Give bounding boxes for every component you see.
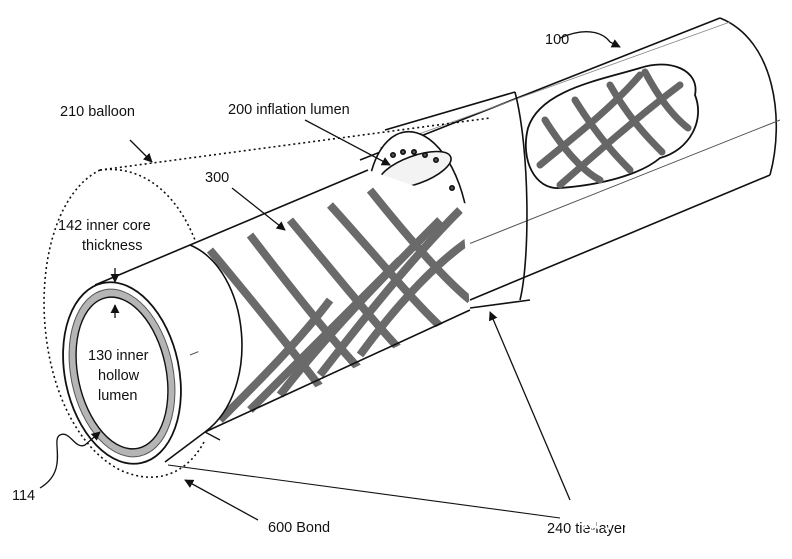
label-100: 100 <box>545 32 569 48</box>
braided-core <box>189 169 471 435</box>
label-130-line3: lumen <box>98 388 138 404</box>
inner-core <box>62 244 243 465</box>
label-210-balloon: 210 balloon <box>60 104 135 120</box>
balloon-outline <box>43 117 491 478</box>
cutaway-window <box>524 63 699 189</box>
watermark: 知乎 @富临塑胶-黎生 <box>582 512 756 533</box>
label-142-line2: thickness <box>82 238 142 254</box>
leader-lines <box>39 31 621 521</box>
label-114: 114 <box>12 488 35 504</box>
label-600-bond: 600 Bond <box>268 520 330 536</box>
label-130-line1: 130 inner <box>88 348 149 364</box>
label-200-inflation-lumen: 200 inflation lumen <box>228 102 350 118</box>
label-142-line1: 142 inner core <box>58 218 151 234</box>
label-130-line2: hollow <box>98 368 140 384</box>
label-240-tie-layer: 240 tie-layer <box>547 521 627 537</box>
label-300: 300 <box>205 170 229 186</box>
